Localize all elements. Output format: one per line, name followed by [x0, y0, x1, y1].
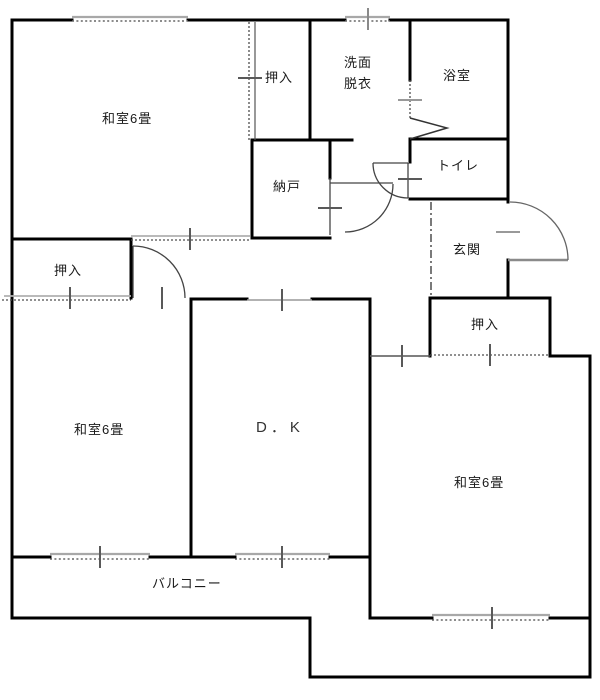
room-label: バルコニー: [152, 576, 222, 591]
room-label-line2: 脱衣: [344, 76, 373, 91]
room-washitsu-right: 和室6畳: [370, 356, 590, 618]
room-label-line1: 洗面: [344, 55, 373, 70]
room-dk: D．K: [191, 299, 370, 557]
room-genkan: 玄関: [431, 199, 508, 298]
room-label: 押入: [54, 263, 83, 278]
room-label: 押入: [265, 70, 294, 85]
room-label: 押入: [471, 317, 500, 332]
room-label: トイレ: [437, 158, 480, 173]
genkan-door: [508, 201, 569, 262]
room-washitsu-top: 和室6畳: [12, 20, 252, 239]
room-oshiire-left: 押入: [12, 239, 131, 298]
room-label: 和室6畳: [74, 422, 125, 437]
room-washitsu-left: 和室6畳: [12, 298, 191, 557]
hallway-door: [329, 178, 394, 235]
ticks-layer: [69, 8, 520, 629]
room-label: 玄関: [453, 242, 482, 257]
toilet-door: [372, 162, 409, 199]
room-yokushitsu: 浴室: [410, 20, 508, 139]
doors-layer: [132, 117, 569, 299]
left-room-door: [132, 245, 186, 299]
room-label: D．K: [256, 419, 304, 436]
room-label: 和室6畳: [454, 475, 505, 490]
room-oshiire-right: 押入: [430, 298, 550, 356]
room-oshiire-top: 押入: [252, 20, 310, 140]
walls-layer: [10, 18, 592, 679]
room-nando: 納戸: [252, 140, 330, 238]
room-senmen-datsui: 洗面 脱衣: [310, 20, 410, 140]
room-balcony: バルコニー: [12, 557, 590, 677]
room-label: 納戸: [273, 179, 302, 194]
room-toire: トイレ: [410, 139, 508, 199]
room-label: 浴室: [443, 68, 472, 83]
room-label: 和室6畳: [102, 111, 153, 126]
bath-folding-door: [409, 117, 450, 140]
